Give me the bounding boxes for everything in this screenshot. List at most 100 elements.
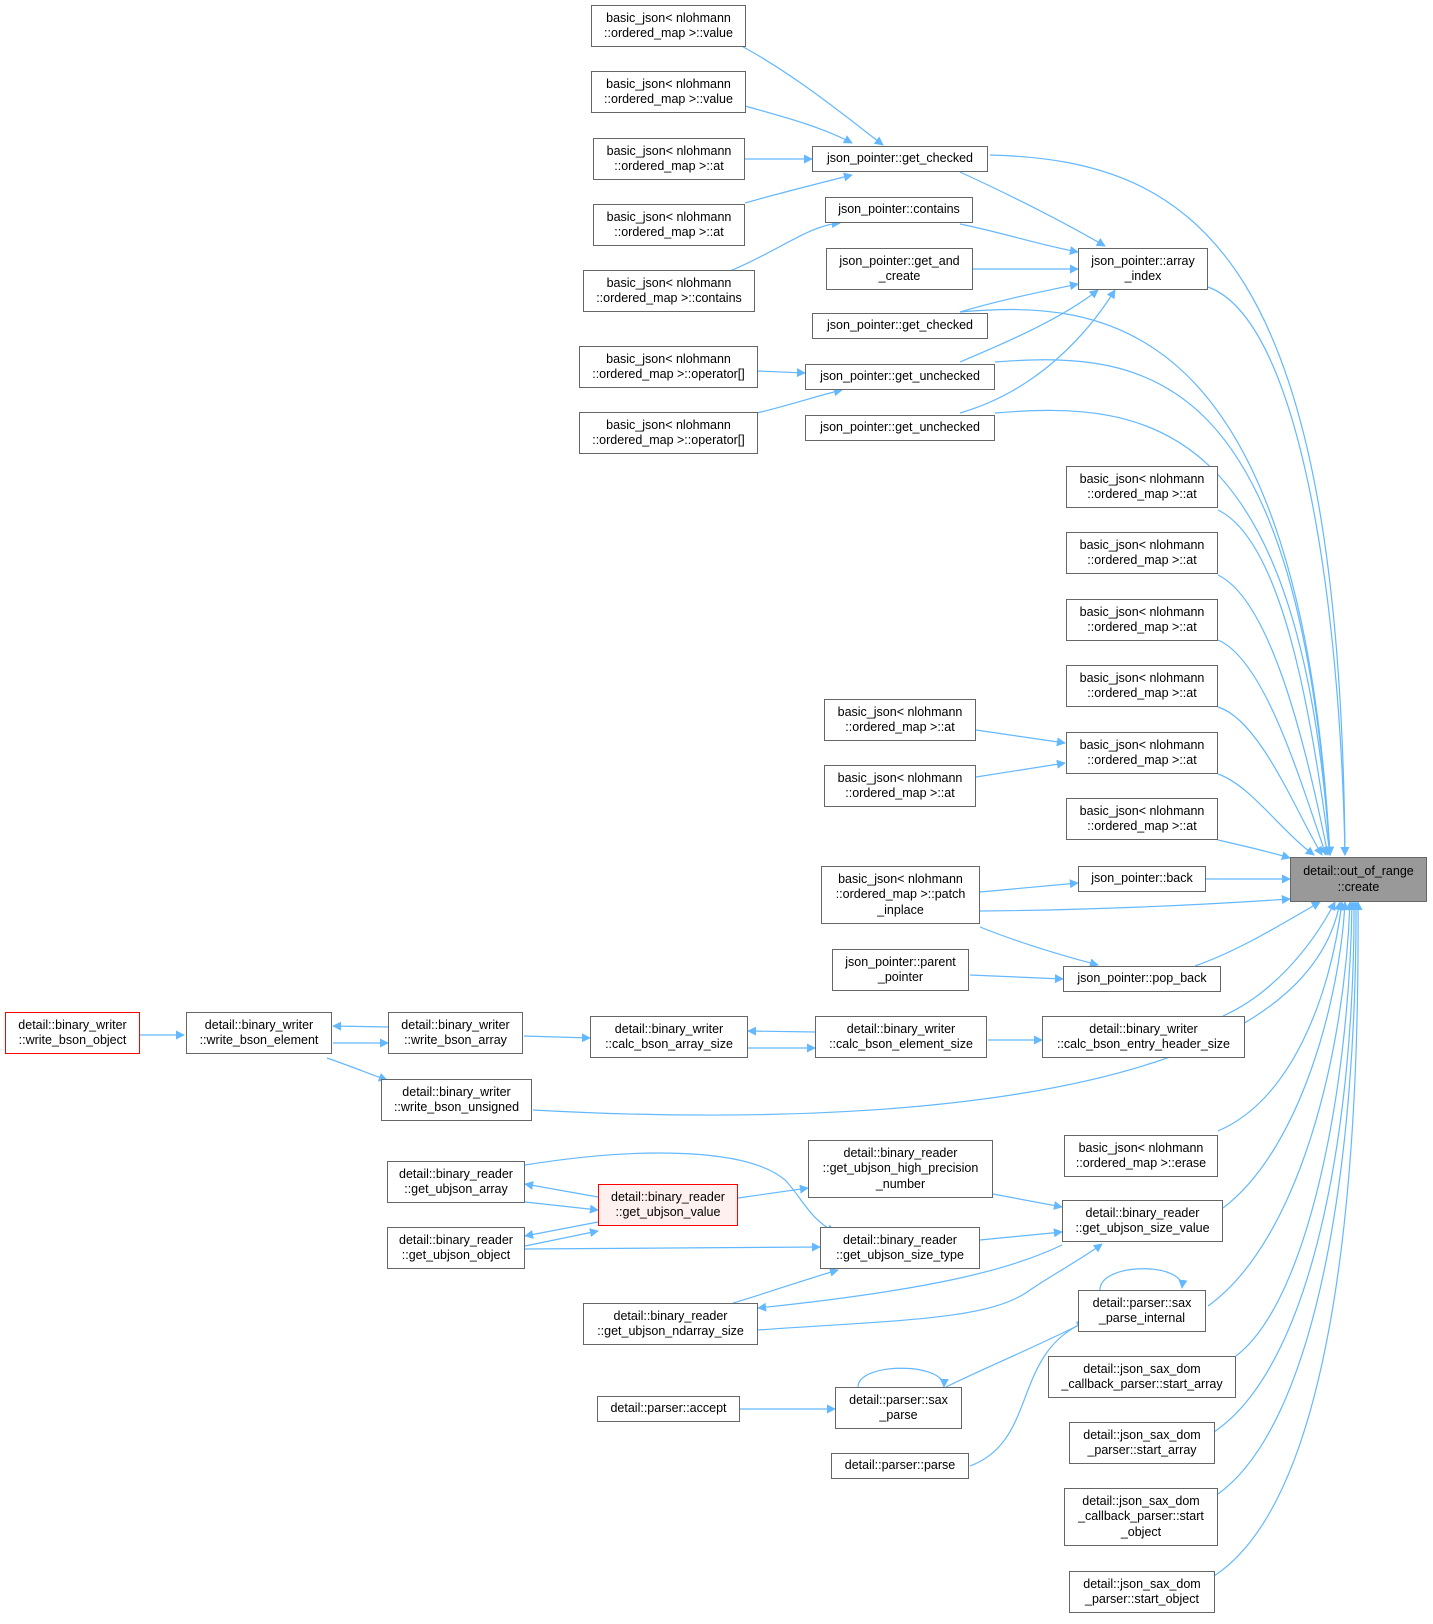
node-label: json_pointer::contains: [838, 202, 960, 217]
node-binary-writer-write-bson-element[interactable]: detail::binary_writer ::write_bson_eleme…: [186, 1012, 332, 1054]
node-basic-json-at[interactable]: basic_json< nlohmann ::ordered_map >::at: [1066, 599, 1218, 641]
node-binary-reader-get-ubjson-size-type[interactable]: detail::binary_reader ::get_ubjson_size_…: [820, 1227, 980, 1269]
edge: [1217, 839, 1291, 860]
edge: [532, 901, 1343, 1116]
node-label: json_pointer::get_unchecked: [820, 420, 980, 435]
node-label: basic_json< nlohmann ::ordered_map >::va…: [604, 10, 733, 41]
node-binary-reader-get-ubjson-object[interactable]: detail::binary_reader ::get_ubjson_objec…: [387, 1227, 525, 1269]
node-label: detail::binary_reader ::get_ubjson_size_…: [1075, 1205, 1210, 1236]
node-parser-accept[interactable]: detail::parser::accept: [597, 1396, 740, 1422]
node-label: detail::binary_writer ::write_bson_unsig…: [393, 1084, 520, 1115]
node-json-pointer-pop-back[interactable]: json_pointer::pop_back: [1063, 966, 1221, 992]
node-binary-writer-calc-bson-entry-header-size[interactable]: detail::binary_writer ::calc_bson_entry_…: [1042, 1016, 1245, 1058]
node-json-pointer-parent-pointer[interactable]: json_pointer::parent _pointer: [832, 949, 969, 991]
edge: [1217, 773, 1315, 856]
node-basic-json-at[interactable]: basic_json< nlohmann ::ordered_map >::at: [824, 765, 976, 807]
node-json-pointer-get-and-create[interactable]: json_pointer::get_and _create: [826, 248, 973, 290]
node-binary-reader-get-ubjson-ndarray-size[interactable]: detail::binary_reader ::get_ubjson_ndarr…: [583, 1303, 758, 1345]
edge: [744, 172, 853, 204]
node-basic-json-operator[interactable]: basic_json< nlohmann ::ordered_map >::op…: [579, 346, 758, 388]
node-basic-json-at[interactable]: basic_json< nlohmann ::ordered_map >::at: [1066, 732, 1218, 774]
node-label: basic_json< nlohmann ::ordered_map >::va…: [604, 76, 733, 107]
node-binary-writer-calc-bson-element-size[interactable]: detail::binary_writer ::calc_bson_elemen…: [815, 1016, 987, 1058]
edge: [979, 895, 1291, 912]
node-basic-json-value[interactable]: basic_json< nlohmann ::ordered_map >::va…: [591, 5, 746, 47]
edge: [1217, 901, 1361, 1495]
node-json-pointer-get-checked[interactable]: json_pointer::get_checked: [812, 146, 988, 172]
node-json-sax-dom-parser-start-array[interactable]: detail::json_sax_dom _parser::start_arra…: [1069, 1422, 1215, 1464]
node-basic-json-at[interactable]: basic_json< nlohmann ::ordered_map >::at: [824, 699, 976, 741]
node-label: basic_json< nlohmann ::ordered_map >::at: [837, 704, 963, 735]
node-binary-writer-write-bson-object[interactable]: detail::binary_writer ::write_bson_objec…: [5, 1012, 140, 1054]
node-label: basic_json< nlohmann ::ordered_map >::at: [606, 209, 732, 240]
node-label: detail::binary_reader ::get_ubjson_ndarr…: [597, 1308, 744, 1339]
node-label: basic_json< nlohmann ::ordered_map >::at: [1079, 670, 1205, 701]
node-binary-reader-get-ubjson-value[interactable]: detail::binary_reader ::get_ubjson_value: [598, 1184, 738, 1226]
node-basic-json-at[interactable]: basic_json< nlohmann ::ordered_map >::at: [1066, 798, 1218, 840]
node-label: basic_json< nlohmann ::ordered_map >::at: [1079, 803, 1205, 834]
node-json-sax-dom-parser-start-object[interactable]: detail::json_sax_dom _parser::start_obje…: [1069, 1571, 1215, 1613]
node-binary-writer-write-bson-unsigned[interactable]: detail::binary_writer ::write_bson_unsig…: [381, 1079, 532, 1121]
edge: [1207, 286, 1350, 856]
edge: [757, 1243, 1103, 1331]
edge: [959, 289, 1099, 363]
edge: [989, 154, 1350, 856]
edge: [959, 289, 1116, 414]
node-basic-json-patch-inplace[interactable]: basic_json< nlohmann ::ordered_map >::pa…: [821, 866, 980, 924]
node-label: detail::binary_reader ::get_ubjson_value: [611, 1189, 725, 1220]
node-basic-json-contains[interactable]: basic_json< nlohmann ::ordered_map >::co…: [583, 270, 755, 312]
node-label: json_pointer::back: [1091, 871, 1193, 886]
node-json-pointer-get-checked[interactable]: json_pointer::get_checked: [812, 313, 988, 339]
node-json-pointer-contains[interactable]: json_pointer::contains: [825, 197, 973, 223]
node-binary-reader-get-ubjson-size-value[interactable]: detail::binary_reader ::get_ubjson_size_…: [1062, 1200, 1223, 1242]
edge: [524, 1180, 599, 1198]
node-json-pointer-get-unchecked[interactable]: json_pointer::get_unchecked: [805, 415, 995, 441]
node-basic-json-at[interactable]: basic_json< nlohmann ::ordered_map >::at: [593, 138, 745, 180]
node-label: detail::binary_reader ::get_ubjson_high_…: [822, 1145, 979, 1191]
node-label: basic_json< nlohmann ::ordered_map >::op…: [592, 351, 745, 382]
node-binary-reader-get-ubjson-array[interactable]: detail::binary_reader ::get_ubjson_array: [387, 1161, 525, 1203]
edge: [744, 105, 853, 144]
node-json-pointer-array-index[interactable]: json_pointer::array _index: [1078, 248, 1208, 290]
edge: [979, 1228, 1063, 1241]
node-binary-reader-get-ubjson-high-precision-number[interactable]: detail::binary_reader ::get_ubjson_high_…: [808, 1140, 993, 1198]
node-basic-json-at[interactable]: basic_json< nlohmann ::ordered_map >::at: [1066, 466, 1218, 508]
edge: [959, 223, 1079, 255]
node-binary-writer-write-bson-array[interactable]: detail::binary_writer ::write_bson_array: [388, 1012, 523, 1054]
node-label: detail::binary_reader ::get_ubjson_objec…: [399, 1232, 513, 1263]
node-basic-json-at[interactable]: basic_json< nlohmann ::ordered_map >::at: [1066, 532, 1218, 574]
edge: [994, 359, 1334, 856]
edge: [959, 281, 1079, 313]
node-json-pointer-get-unchecked[interactable]: json_pointer::get_unchecked: [805, 364, 995, 390]
node-json-pointer-back[interactable]: json_pointer::back: [1078, 866, 1206, 892]
node-json-sax-dom-callback-parser-start-array[interactable]: detail::json_sax_dom _callback_parser::s…: [1048, 1356, 1236, 1398]
node-basic-json-erase[interactable]: basic_json< nlohmann ::ordered_map >::er…: [1064, 1135, 1218, 1177]
edge: [747, 1026, 816, 1036]
node-out-of-range-create[interactable]: detail::out_of_range ::create: [1290, 857, 1427, 902]
node-basic-json-operator[interactable]: basic_json< nlohmann ::ordered_map >::op…: [579, 412, 758, 454]
node-label: basic_json< nlohmann ::ordered_map >::at: [606, 143, 732, 174]
edge: [979, 879, 1079, 893]
node-basic-json-value[interactable]: basic_json< nlohmann ::ordered_map >::va…: [591, 71, 746, 113]
node-label: detail::binary_writer ::calc_bson_entry_…: [1056, 1021, 1231, 1052]
node-binary-writer-calc-bson-array-size[interactable]: detail::binary_writer ::calc_bson_array_…: [590, 1016, 748, 1058]
edge: [332, 1021, 389, 1031]
edge: [523, 1033, 591, 1043]
node-json-sax-dom-callback-parser-start-object[interactable]: detail::json_sax_dom _callback_parser::s…: [1064, 1488, 1218, 1546]
node-basic-json-at[interactable]: basic_json< nlohmann ::ordered_map >::at: [1066, 665, 1218, 707]
edge: [757, 1244, 1063, 1312]
edge: [1207, 901, 1355, 1307]
node-label: basic_json< nlohmann ::ordered_map >::at: [837, 770, 963, 801]
edge: [1217, 574, 1331, 856]
node-label: json_pointer::get_unchecked: [820, 369, 980, 384]
node-basic-json-at[interactable]: basic_json< nlohmann ::ordered_map >::at: [593, 204, 745, 246]
node-parser-parse[interactable]: detail::parser::parse: [831, 1453, 969, 1479]
node-label: json_pointer::get_checked: [827, 151, 973, 166]
node-parser-sax-parse-internal[interactable]: detail::parser::sax _parse_internal: [1078, 1290, 1206, 1332]
node-label: json_pointer::pop_back: [1077, 971, 1207, 986]
node-parser-sax-parse[interactable]: detail::parser::sax _parse: [835, 1387, 962, 1429]
node-label: detail::binary_writer ::write_bson_objec…: [18, 1017, 127, 1048]
edge: [969, 1318, 1091, 1467]
node-label: basic_json< nlohmann ::ordered_map >::er…: [1075, 1140, 1207, 1171]
